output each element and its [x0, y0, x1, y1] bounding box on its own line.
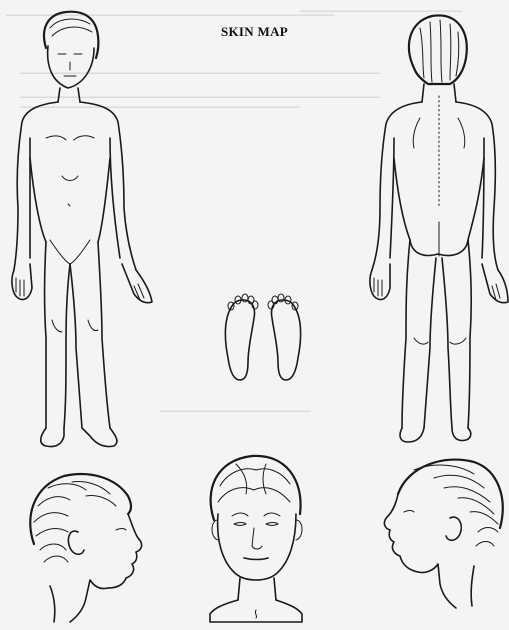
front-body-figure [6, 8, 166, 458]
bleed-through-text: ▁▁▁▁▁▁▁▁▁▁▁▁▁▁▁▁▁▁▁▁▁▁▁▁▁▁▁▁ [160, 404, 311, 412]
back-body-figure [362, 8, 509, 458]
head-right-profile-figure [374, 454, 506, 614]
head-left-profile-figure [20, 466, 160, 626]
soles-figure [218, 288, 308, 388]
head-front-figure [196, 450, 316, 626]
